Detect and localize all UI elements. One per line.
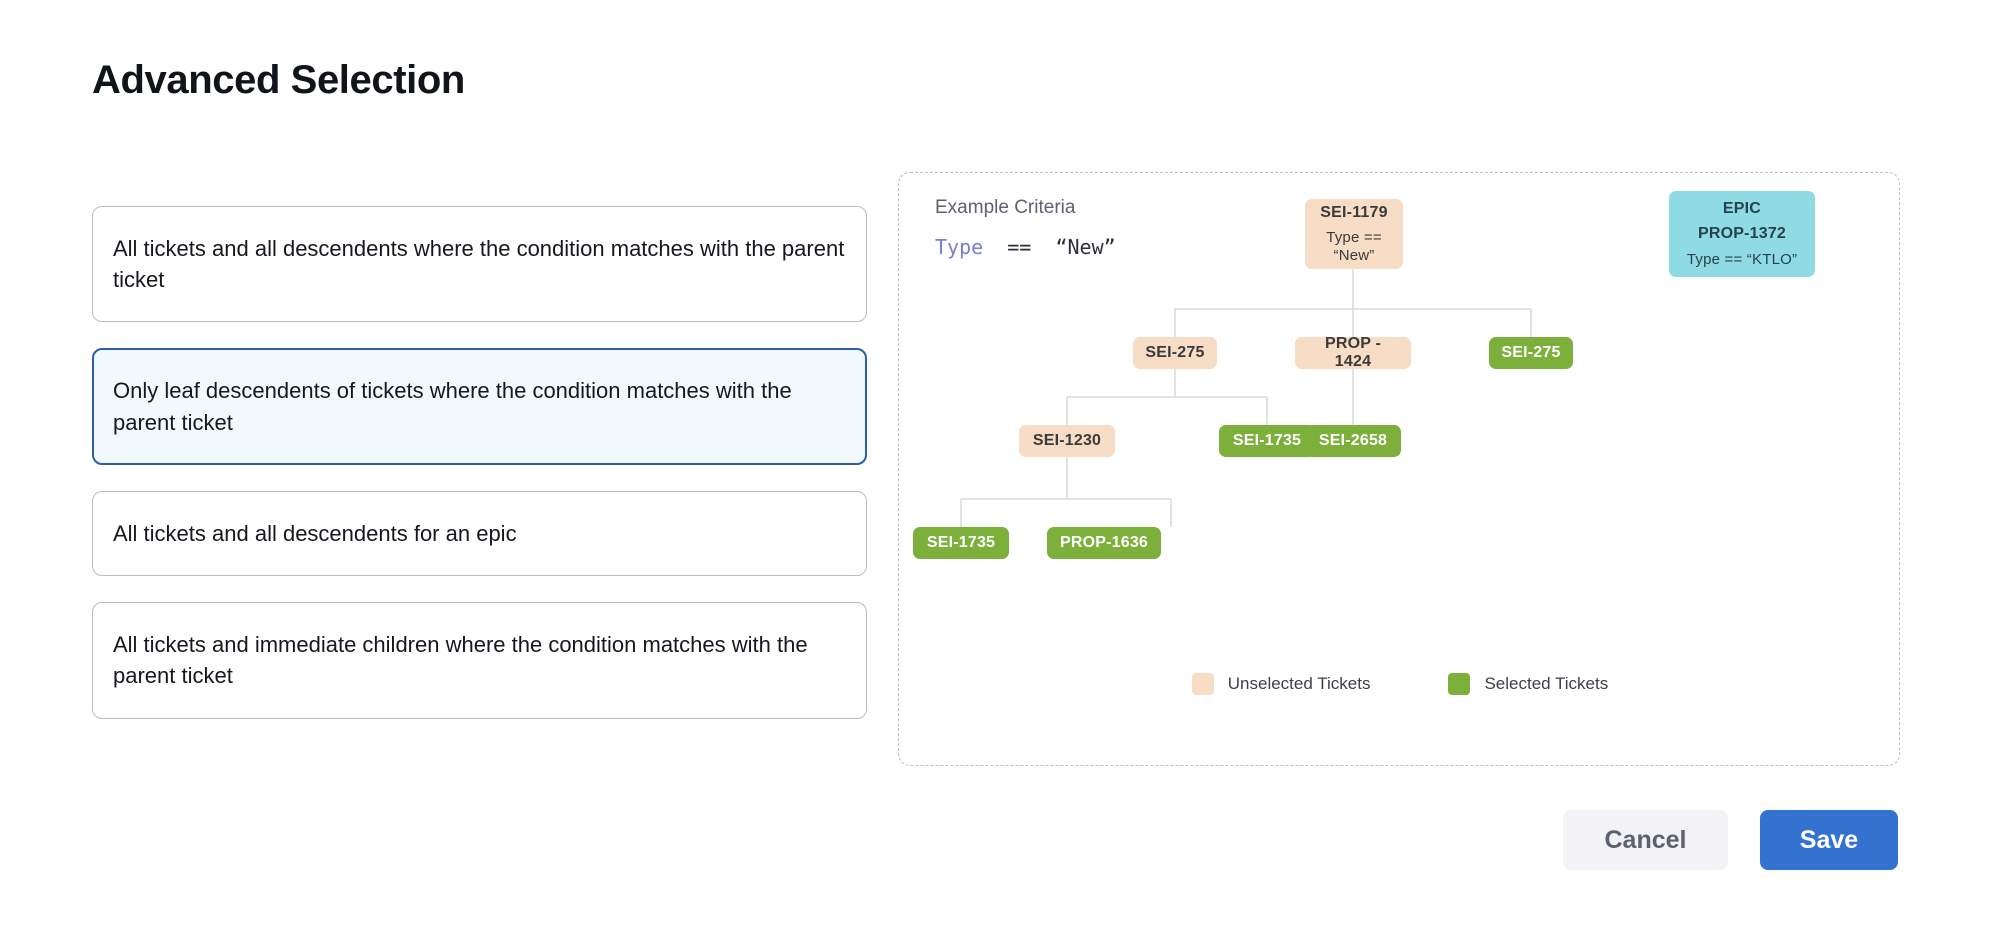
node-condition: Type == “New”	[1326, 229, 1382, 264]
option-card-immediate-children[interactable]: All tickets and immediate children where…	[92, 602, 867, 719]
tree-node-prop-1424[interactable]: PROP - 1424	[1295, 334, 1411, 370]
node-condition: Type == “KTLO”	[1686, 250, 1798, 268]
node-id: SEI-1735	[1232, 431, 1302, 449]
selected-swatch-icon	[1448, 673, 1471, 695]
criteria-key: Type	[935, 235, 984, 259]
tree-connectors	[960, 269, 1532, 527]
node-id: PROP-1636	[1059, 533, 1149, 551]
node-type: EPIC	[1722, 199, 1762, 217]
option-card-leaf-descendents[interactable]: Only leaf descendents of tickets where t…	[92, 348, 867, 465]
tree-node-sei-1735-mid[interactable]: SEI-1735	[1219, 425, 1315, 457]
node-id: SEI-1735	[926, 533, 996, 551]
legend-label: Selected Tickets	[1484, 674, 1609, 693]
tree-node-sei-1735-leaf[interactable]: SEI-1735	[913, 527, 1009, 559]
ticket-hierarchy-tree: SEI-1179 Type == “New” EPIC PROP-1372 Ty…	[899, 173, 1901, 767]
cancel-button[interactable]: Cancel	[1563, 810, 1728, 870]
legend-label: Unselected Tickets	[1227, 674, 1371, 693]
option-label: All tickets and all descendents for an e…	[113, 520, 517, 546]
node-id: SEI-1230	[1032, 431, 1102, 449]
diagram-legend: Unselected Tickets Selected Tickets	[899, 673, 1901, 695]
tree-node-prop-1636[interactable]: PROP-1636	[1047, 527, 1161, 559]
criteria-operator: ==	[1007, 235, 1032, 259]
example-diagram-panel: Example Criteria Type == “New”	[898, 172, 1900, 766]
legend-item-unselected: Unselected Tickets	[1191, 673, 1371, 695]
tree-node-sei-1230[interactable]: SEI-1230	[1019, 425, 1115, 457]
tree-node-sei-275-selected[interactable]: SEI-275	[1489, 337, 1573, 369]
unselected-swatch-icon	[1191, 673, 1214, 695]
option-card-all-descendents[interactable]: All tickets and all descendents where th…	[92, 206, 867, 323]
option-card-epic-descendents[interactable]: All tickets and all descendents for an e…	[92, 490, 867, 577]
legend-item-selected: Selected Tickets	[1448, 673, 1608, 695]
option-label: All tickets and immediate children where…	[113, 632, 808, 689]
save-button[interactable]: Save	[1760, 810, 1898, 870]
node-id: PROP-1372	[1697, 225, 1787, 243]
tree-node-sei-275-unselected[interactable]: SEI-275	[1133, 337, 1217, 369]
tree-node-sei-2658[interactable]: SEI-2658	[1305, 425, 1401, 457]
node-id: PROP - 1424	[1324, 334, 1382, 370]
tree-node-epic[interactable]: EPIC PROP-1372 Type == “KTLO”	[1669, 191, 1815, 277]
node-id: SEI-275	[1501, 343, 1561, 361]
tree-node-root[interactable]: SEI-1179 Type == “New”	[1305, 199, 1403, 269]
node-id: SEI-275	[1145, 343, 1205, 361]
node-id: SEI-1179	[1320, 204, 1388, 222]
page-title: Advanced Selection	[92, 58, 465, 102]
example-criteria-expression: Type == “New”	[935, 235, 1116, 259]
example-criteria-title: Example Criteria	[935, 197, 1076, 218]
dialog-footer: Cancel Save	[1563, 810, 1898, 870]
selection-options-list: All tickets and all descendents where th…	[92, 206, 867, 745]
node-id: SEI-2658	[1318, 431, 1388, 449]
option-label: All tickets and all descendents where th…	[113, 236, 845, 293]
option-label: Only leaf descendents of tickets where t…	[113, 378, 792, 435]
criteria-value: “New”	[1055, 235, 1116, 259]
